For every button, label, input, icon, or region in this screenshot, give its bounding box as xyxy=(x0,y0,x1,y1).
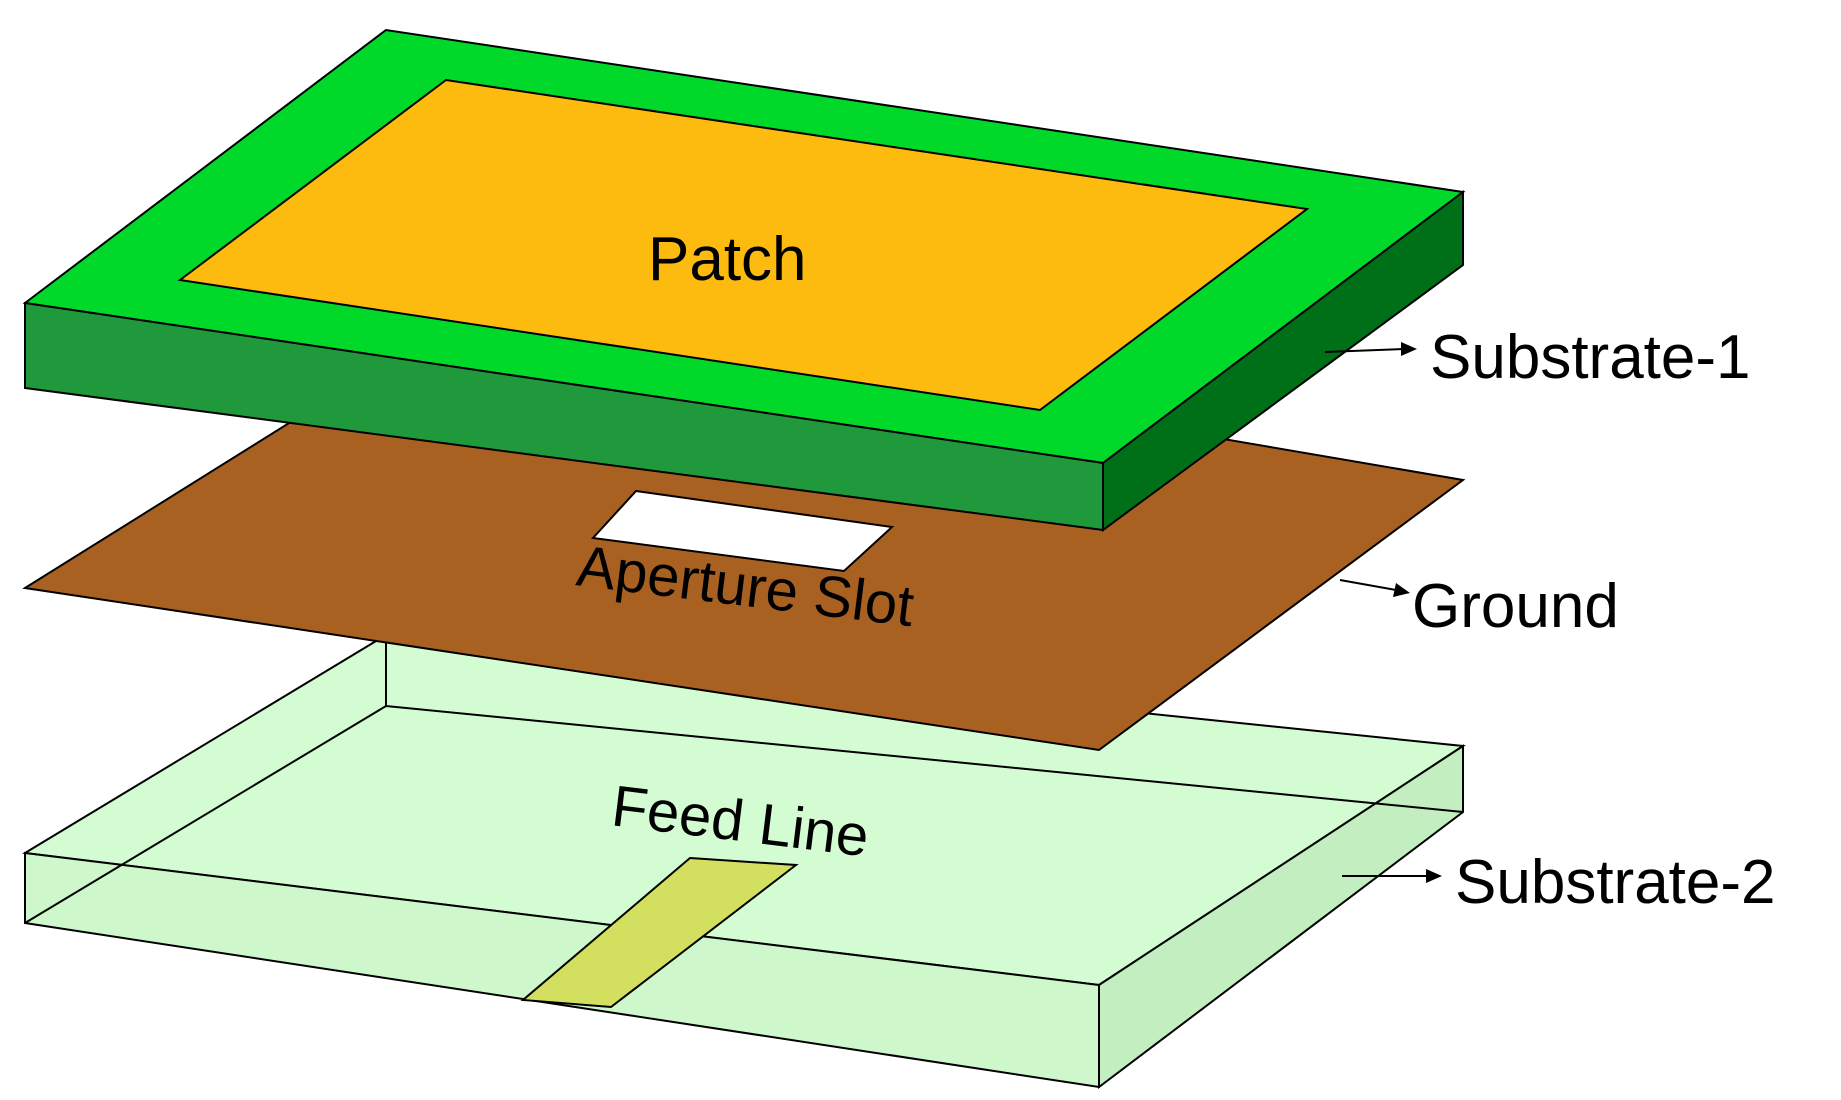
substrate-2-label: Substrate-2 xyxy=(1455,848,1776,917)
arrow-substrate-1-head xyxy=(1401,342,1417,356)
substrate-1-side-face xyxy=(1102,189,1464,532)
patch-label: Patch xyxy=(648,225,807,294)
arrow-substrate-2-head xyxy=(1426,869,1442,883)
arrow-substrate-1-line xyxy=(1324,348,1404,353)
ground-label: Ground xyxy=(1412,572,1619,641)
arrow-ground-line xyxy=(1339,579,1397,591)
arrow-ground-head xyxy=(1393,583,1410,597)
callout-arrows xyxy=(1324,342,1442,883)
feed-line-strip xyxy=(520,856,799,1009)
substrate-1-layer xyxy=(22,28,1466,532)
substrate-1-label: Substrate-1 xyxy=(1430,323,1751,392)
substrate-2-layer xyxy=(22,633,1466,1090)
aperture-slot xyxy=(590,489,895,573)
patch xyxy=(177,78,1310,412)
